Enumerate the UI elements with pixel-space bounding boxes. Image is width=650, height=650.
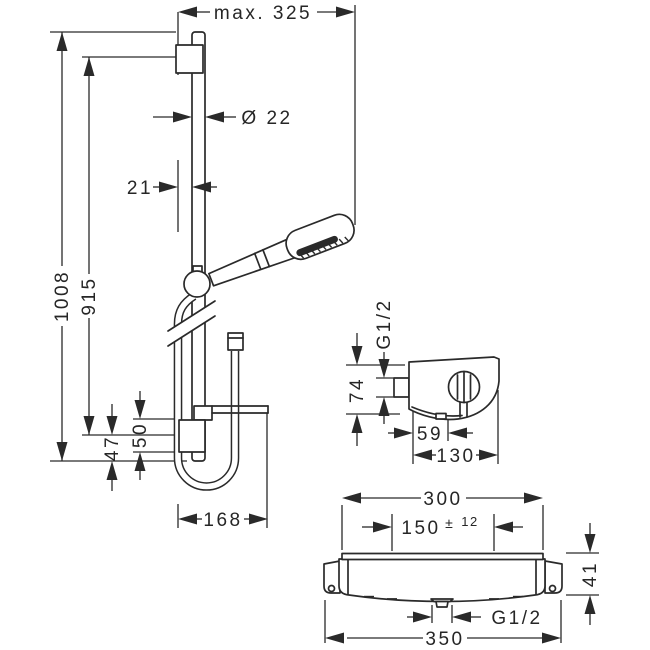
dim-bracket-height: 50 xyxy=(130,422,151,448)
extension-lines xyxy=(50,5,599,643)
dim-front-tolerance-sign: ± xyxy=(445,515,453,531)
valve-side-view xyxy=(393,356,500,421)
hand-shower xyxy=(183,213,355,298)
dim-front-outlet-thread: G1/2 xyxy=(491,608,542,629)
dim-rail-diameter: Ø 22 xyxy=(241,108,292,129)
thermostat-front-view xyxy=(323,552,563,608)
dim-rail-height: 915 xyxy=(79,276,100,315)
dim-front-body-width: 300 xyxy=(423,489,462,510)
shelf-plate xyxy=(341,552,544,561)
wall-bracket-bottom xyxy=(178,405,269,453)
front-outlet xyxy=(430,598,454,608)
slider-holder xyxy=(183,270,211,298)
hand-shower-handle xyxy=(208,238,296,287)
dim-wall-offset: 21 xyxy=(127,178,153,199)
dim-side-knob-depth: 59 xyxy=(417,424,443,445)
valve-outlet-tick xyxy=(435,412,447,420)
dimension-labels: max. 325 Ø 22 21 1008 915 47 50 168 G1/2… xyxy=(52,3,601,650)
dim-total-height: 1008 xyxy=(52,270,73,322)
hose-nut xyxy=(227,332,244,351)
front-body xyxy=(338,558,546,603)
dim-front-body-height: 41 xyxy=(580,561,601,587)
dimension-arrows xyxy=(56,6,596,644)
front-right-knob xyxy=(544,560,563,594)
dim-hose-bar-length: 168 xyxy=(203,510,242,531)
wall-connection-stub xyxy=(393,377,410,398)
wall-bracket-top xyxy=(175,44,204,74)
main-view xyxy=(167,31,355,491)
dim-side-thread: G1/2 xyxy=(374,298,395,349)
dim-max-reach: max. 325 xyxy=(214,3,312,24)
shower-hose xyxy=(173,292,240,491)
spray-face-hatching xyxy=(299,236,349,259)
dim-bottom-offset: 47 xyxy=(102,435,123,461)
dim-front-total-width: 350 xyxy=(425,629,464,650)
front-bottom-ticks xyxy=(364,595,523,600)
dim-front-inlet-spacing: 150 xyxy=(401,518,440,539)
break-marks xyxy=(167,300,216,347)
spray-face-shadow xyxy=(296,235,338,257)
dim-side-total-depth: 130 xyxy=(436,446,475,467)
dim-side-body-height: 74 xyxy=(347,377,368,403)
front-left-knob xyxy=(323,560,341,594)
hand-shower-head xyxy=(285,213,355,261)
dim-front-tolerance-value: 12 xyxy=(461,514,478,529)
shower-rail xyxy=(191,31,206,462)
